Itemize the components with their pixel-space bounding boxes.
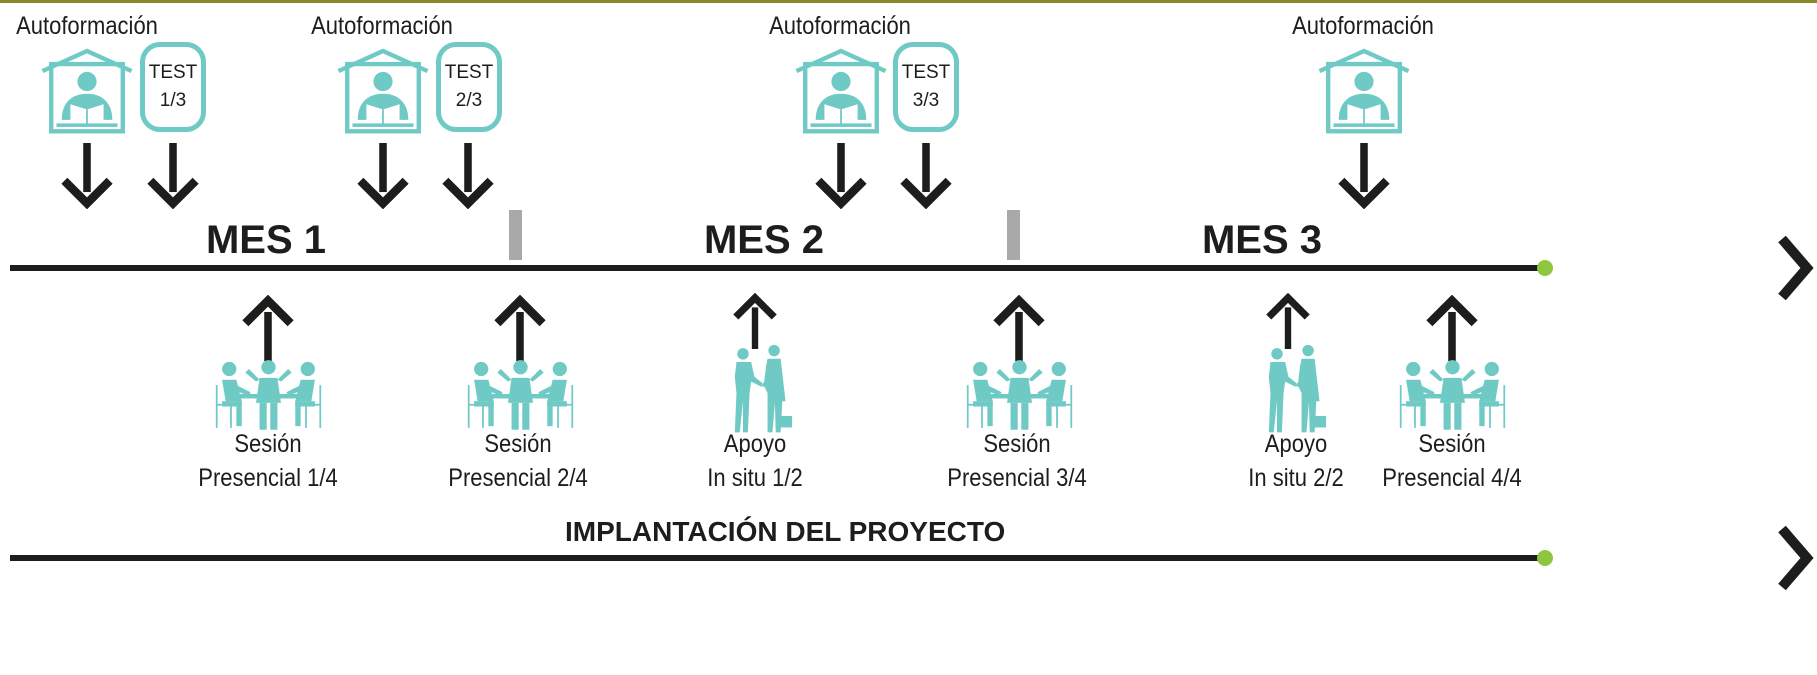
activity-caption-line2: Presencial 4/4 [1382,464,1522,492]
arrow-down-icon [896,143,956,209]
meeting-icon [206,358,331,430]
test-badge-count: 3/3 [912,90,940,111]
self-training-label-2: Autoformación [311,12,453,40]
arrow-up-icon [238,295,298,361]
activity-caption-line1: Apoyo [1264,430,1328,458]
month-label-1: MES 1 [205,218,327,262]
activity-caption: Apoyo In situ 2/2 [1208,427,1384,495]
activity-caption-line1: Sesión [484,430,552,458]
activity-caption-line2: Presencial 2/4 [448,464,588,492]
arrow-up-icon [727,293,783,349]
arrow-down-icon [1334,143,1394,209]
arrow-down-icon [811,143,871,209]
activity-caption-line2: In situ 1/2 [707,464,803,492]
activity-caption-line1: Sesión [983,430,1051,458]
arrow-up-icon [989,295,1049,361]
meeting-icon [1390,358,1515,430]
month-divider [1007,210,1020,260]
arrow-down-icon [143,143,203,209]
month-divider [509,210,522,260]
meeting-icon [458,358,583,430]
activity-caption-line2: Presencial 3/4 [947,464,1087,492]
activity-caption-line1: Apoyo [723,430,787,458]
project-timeline-endpoint-dot [1537,550,1553,566]
handshake-icon [725,344,797,434]
arrow-down-icon [57,143,117,209]
arrow-down-icon [438,143,498,209]
top-border [0,0,1817,3]
activity-caption-line1: Sesión [1418,430,1486,458]
self-study-house-icon [793,47,889,137]
test-badge-2: TEST 2/3 [436,42,502,132]
self-training-label-1: Autoformación [16,12,158,40]
self-study-house-icon [39,47,135,137]
handshake-icon [1259,344,1331,434]
test-badge-3: TEST 3/3 [893,42,959,132]
self-study-house-icon [1316,47,1412,137]
project-timeline-axis [10,525,1814,591]
activity-caption: Sesión Presencial 2/4 [430,427,606,495]
month-label-2: MES 2 [703,218,825,262]
test-badge-count: 1/3 [159,90,187,111]
activity-caption: Sesión Presencial 4/4 [1364,427,1540,495]
test-badge-count: 2/3 [455,90,483,111]
arrow-up-icon [490,295,550,361]
self-training-label-3: Autoformación [769,12,911,40]
activity-caption: Apoyo In situ 1/2 [667,427,843,495]
arrow-down-icon [353,143,413,209]
activity-caption-line2: Presencial 1/4 [198,464,338,492]
test-badge-word: TEST [148,62,198,83]
activity-caption-line1: Sesión [234,430,302,458]
timeline-endpoint-dot [1537,260,1553,276]
activity-caption: Sesión Presencial 1/4 [180,427,356,495]
arrow-up-icon [1422,295,1482,361]
activity-caption-line2: In situ 2/2 [1248,464,1344,492]
project-timeline-label: IMPLANTACIÓN DEL PROYECTO [565,516,1006,547]
self-training-label-4: Autoformación [1292,12,1434,40]
test-badge-1: TEST 1/3 [140,42,206,132]
meeting-icon [957,358,1082,430]
activity-caption: Sesión Presencial 3/4 [929,427,1105,495]
self-study-house-icon [335,47,431,137]
test-badge-word: TEST [901,62,951,83]
timeline-axis [10,235,1814,301]
month-label-3: MES 3 [1201,218,1323,262]
test-badge-word: TEST [444,62,494,83]
arrow-up-icon [1260,293,1316,349]
